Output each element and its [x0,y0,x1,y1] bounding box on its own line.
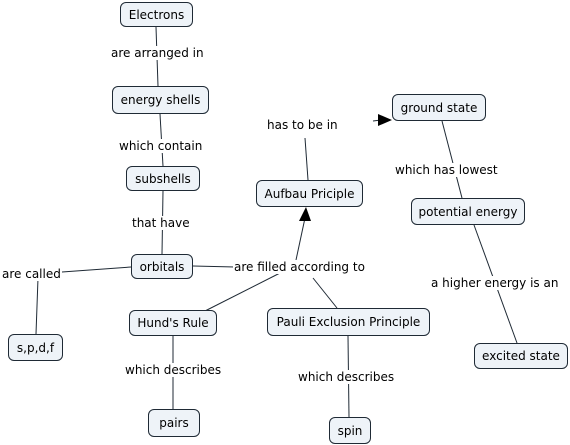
link-which-describes-pairs: which describes [124,363,223,377]
node-energy-shells[interactable]: energy shells [112,86,209,114]
link-are-called: are called [1,267,62,281]
node-orbitals-label: orbitals [139,259,185,274]
node-potential-energy-label: potential energy [418,204,518,219]
node-subshells-label: subshells [135,171,191,186]
link-which-describes-spin: which describes [297,370,396,384]
node-spin[interactable]: spin [329,417,371,444]
node-pairs[interactable]: pairs [148,409,200,437]
node-pauli-exclusion-principle[interactable]: Pauli Exclusion Principle [267,308,430,336]
node-spdf[interactable]: s,p,d,f [8,334,63,361]
node-potential-energy[interactable]: potential energy [411,198,525,225]
link-a-higher-energy-is-an: a higher energy is an [430,276,560,290]
node-subshells[interactable]: subshells [126,166,200,191]
node-ground-state[interactable]: ground state [392,94,486,121]
node-pairs-label: pairs [159,416,189,430]
node-aufbau-label: Aufbau Priciple [264,186,355,201]
node-electrons-label: Electrons [128,7,185,22]
node-excited-state[interactable]: excited state [474,343,568,369]
link-which-contain: which contain [118,139,204,153]
link-are-arranged-in: are arranged in [110,46,205,60]
link-are-filled-according-to: are filled according to [233,260,366,274]
node-ground-state-label: ground state [400,100,478,115]
node-excited-state-label: excited state [482,349,560,363]
node-aufbau-principle[interactable]: Aufbau Priciple [256,180,363,207]
node-hunds-rule-label: Hund's Rule [137,316,209,330]
node-pauli-label: Pauli Exclusion Principle [276,315,421,329]
link-which-has-lowest: which has lowest [394,163,499,177]
node-spdf-label: s,p,d,f [16,340,55,355]
link-has-to-be-in: has to be in [266,118,339,132]
node-energy-shells-label: energy shells [120,93,201,107]
node-electrons[interactable]: Electrons [120,2,193,27]
node-spin-label: spin [337,423,363,438]
node-orbitals[interactable]: orbitals [131,254,193,279]
link-that-have: that have [131,216,191,230]
node-hunds-rule[interactable]: Hund's Rule [129,310,217,336]
